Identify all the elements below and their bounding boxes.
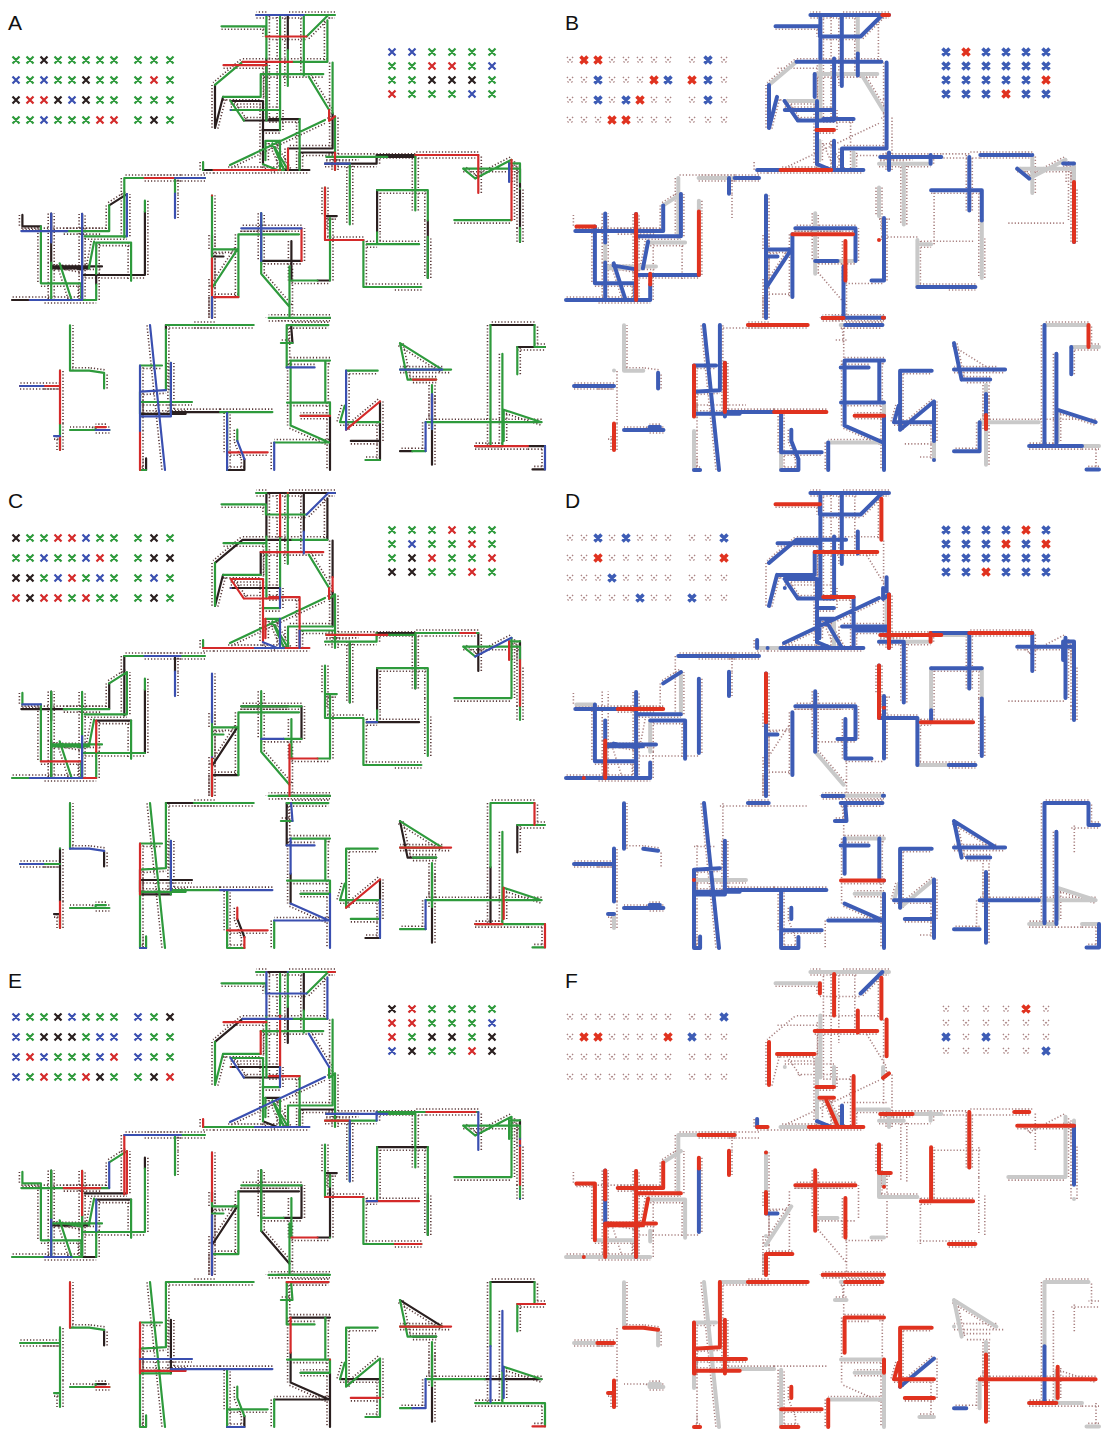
compound-dots [12,969,545,1427]
compound-dots [566,12,1099,470]
reaction-lines [41,493,545,948]
compound-dots [12,490,545,948]
panel-letter: F [565,970,578,991]
compound-dots [566,969,1099,1427]
reaction-lines [566,15,1099,470]
reaction-marks [27,1006,476,1081]
reaction-marks [13,49,496,124]
reaction-marks [595,527,1050,602]
reaction-lines [566,493,1099,948]
reaction-marks [581,1006,1030,1041]
metabolic-map [12,490,545,948]
panel-letter: C [8,490,23,511]
reaction-lines [12,493,545,948]
compound-dots [566,490,1099,948]
reaction-marks [689,1014,1050,1055]
compound-dots [12,12,545,470]
reaction-lines [20,15,545,470]
metabolic-map [566,969,1099,1427]
reaction-lines [576,974,1095,1427]
reaction-marks [41,535,416,582]
metabolic-map [566,490,1099,948]
reaction-marks [41,1006,496,1081]
reaction-marks [595,527,1050,576]
reaction-lines [20,37,528,471]
reaction-lines [12,972,545,1427]
reaction-marks [581,49,1050,124]
reaction-lines [605,972,1074,1408]
reaction-lines [576,15,1088,450]
reaction-lines [576,493,1099,928]
reaction-marks [27,63,456,124]
metabolic-map [12,969,545,1427]
reaction-marks [13,57,476,124]
metabolic-map [566,12,1099,470]
panel-letter: D [565,490,580,511]
reaction-lines [20,15,545,470]
panel-letter: A [8,12,22,33]
reaction-marks [13,527,496,602]
panel-letter: E [8,970,22,991]
reaction-marks [13,1014,496,1081]
reaction-marks [595,49,1050,104]
reaction-lines [12,15,545,470]
reaction-lines [584,499,1033,881]
reaction-marks [13,527,496,602]
reaction-lines [20,493,512,948]
panel-letter: B [565,12,579,33]
metabolic-map [12,12,545,470]
reaction-lines [566,972,1099,1427]
reaction-marks [13,49,496,124]
